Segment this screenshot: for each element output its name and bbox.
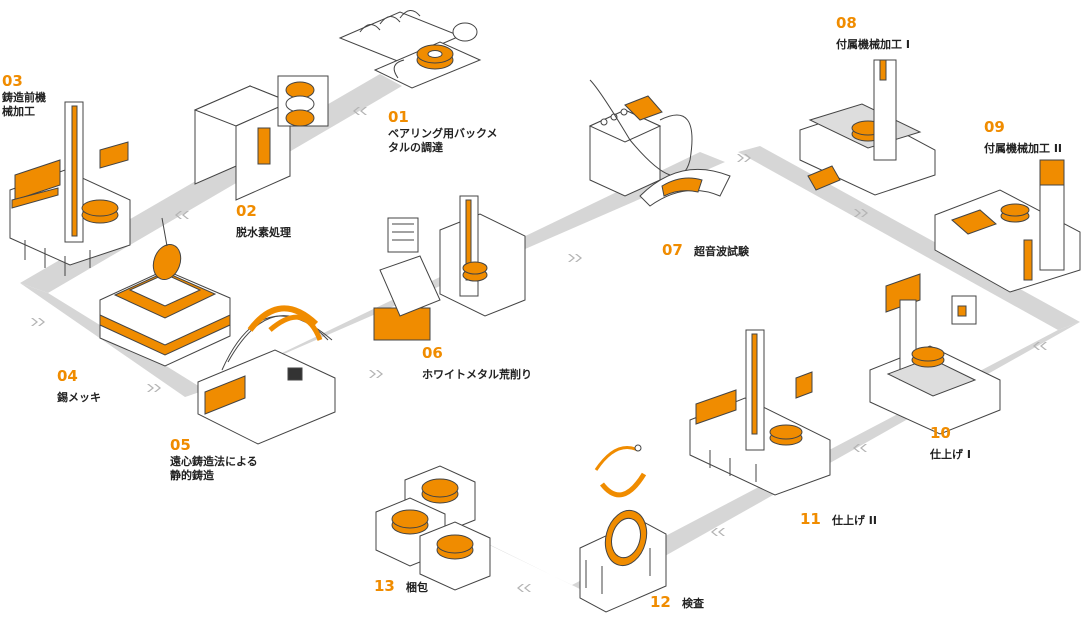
step-label-10: 10 仕上げ I (930, 424, 971, 463)
step-number: 09 (984, 118, 1005, 136)
drilling-machine-icon (934, 159, 1081, 293)
step-title: 検査 (681, 597, 704, 610)
step-title: ホワイトメタル荒削り (422, 367, 532, 381)
step-label-13: 13 梱包 (374, 576, 428, 596)
step-number: 13 (374, 577, 395, 595)
tin-plating-bath-icon (99, 217, 231, 367)
step-number: 10 (930, 424, 951, 442)
finishing-machine-icon (869, 273, 1001, 435)
step-number: 05 (170, 436, 191, 454)
step-number: 12 (650, 593, 671, 611)
step-title: 遠心鋳造法による静的鋳造 (170, 454, 258, 482)
step-number: 07 (662, 241, 683, 259)
centrifugal-casting-machine-icon (197, 305, 336, 445)
step-title: 梱包 (405, 581, 428, 594)
metal-blanks-icon (338, 10, 482, 89)
packaging-crates-icon (375, 465, 491, 591)
step-title: 錫メッキ (57, 390, 101, 404)
step-label-11: 11 仕上げ II (800, 509, 877, 529)
step-number: 02 (236, 202, 257, 220)
step-label-01: 01 ベアリング用バックメタルの調達 (388, 108, 508, 156)
step-number: 08 (836, 14, 857, 32)
ultrasonic-tester-icon (588, 79, 731, 207)
step-label-12: 12 検査 (650, 592, 704, 612)
step-title: 付属機械加工 II (984, 141, 1063, 155)
arrow-left-icon (517, 584, 531, 592)
dehydrogenation-furnace-icon (193, 75, 329, 201)
arrow-right-icon (147, 384, 161, 392)
step-label-09: 09 付属機械加工 II (984, 118, 1062, 157)
step-label-06: 06 ホワイトメタル荒削り (422, 344, 532, 383)
step-label-05: 05 遠心鋳造法による静的鋳造 (170, 436, 266, 484)
step-number: 03 (2, 72, 23, 90)
step-title: 仕上げ I (930, 447, 971, 461)
step-label-07: 07 超音波試験 (662, 240, 749, 260)
step-label-08: 08 付属機械加工 I (836, 14, 910, 53)
step-label-03: 03 鋳造前機械加工 (2, 72, 50, 120)
step-label-02: 02 脱水素処理 (236, 202, 291, 241)
step-number: 06 (422, 344, 443, 362)
arrow-right-icon (369, 370, 383, 378)
step-title: 付属機械加工 I (836, 37, 910, 51)
step-title: 鋳造前機械加工 (2, 90, 46, 118)
step-number: 04 (57, 367, 78, 385)
step-title: 脱水素処理 (236, 225, 291, 239)
inspection-stand-icon (579, 444, 667, 613)
step-number: 11 (800, 510, 821, 528)
step-number: 01 (388, 108, 409, 126)
arrow-left-icon (711, 528, 725, 536)
step-title: ベアリング用バックメタルの調達 (388, 126, 498, 154)
arrow-right-icon (31, 318, 45, 326)
milling-machine-icon (799, 59, 936, 196)
step-label-04: 04 錫メッキ (57, 367, 101, 406)
machining-center-icon (9, 101, 131, 276)
rough-cutting-lathe-icon (373, 195, 526, 341)
step-title: 仕上げ II (831, 514, 877, 527)
step-title: 超音波試験 (693, 245, 749, 258)
arrow-right-icon (568, 254, 582, 262)
finishing-lathe-icon (689, 329, 831, 496)
